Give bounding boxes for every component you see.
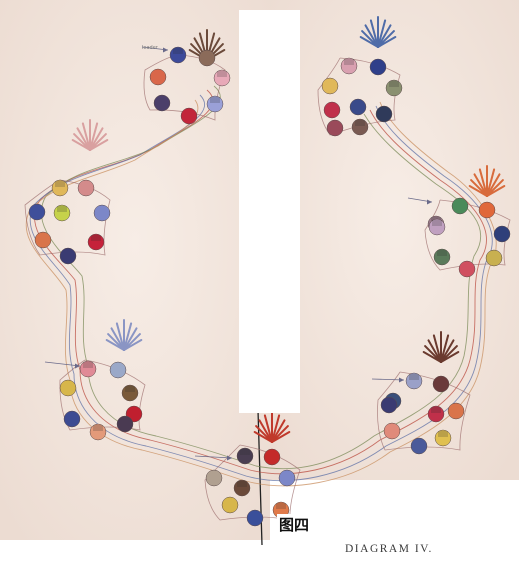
node-disc	[433, 376, 449, 392]
node-disc	[324, 102, 340, 118]
node-disc	[60, 380, 76, 396]
node-disc	[237, 448, 253, 464]
node-disc	[352, 119, 368, 135]
node-disc	[122, 385, 138, 401]
node-disc	[64, 411, 80, 427]
node-disc	[376, 106, 392, 122]
node-disc	[54, 205, 70, 221]
node-disc	[411, 438, 427, 454]
node-disc	[170, 47, 186, 63]
node-disc	[494, 226, 510, 242]
node-disc	[206, 470, 222, 486]
node-disc	[117, 416, 133, 432]
node-disc	[428, 406, 444, 422]
node-disc	[60, 248, 76, 264]
figure-caption: 图四	[277, 514, 311, 535]
node-disc	[150, 69, 166, 85]
node-disc	[78, 180, 94, 196]
blank-center-panel	[239, 10, 300, 413]
node-disc	[386, 80, 402, 96]
node-disc	[207, 96, 223, 112]
node-disc	[264, 449, 280, 465]
node-disc	[234, 480, 250, 496]
node-disc	[94, 205, 110, 221]
node-disc	[35, 232, 51, 248]
node-disc	[322, 78, 338, 94]
node-disc	[406, 373, 422, 389]
node-disc	[181, 108, 197, 124]
node-disc	[110, 362, 126, 378]
node-disc	[486, 250, 502, 266]
node-disc	[199, 50, 215, 66]
node-disc	[479, 202, 495, 218]
node-disc	[452, 198, 468, 214]
node-disc	[29, 204, 45, 220]
leader-label: leader	[142, 45, 158, 51]
node-disc	[154, 95, 170, 111]
node-disc	[90, 424, 106, 440]
node-disc	[80, 361, 96, 377]
node-disc	[52, 180, 68, 196]
node-disc	[429, 219, 445, 235]
node-disc	[448, 403, 464, 419]
node-disc	[381, 397, 397, 413]
node-disc	[222, 497, 238, 513]
node-disc	[459, 261, 475, 277]
node-disc	[279, 470, 295, 486]
node-disc	[327, 120, 343, 136]
node-disc	[384, 423, 400, 439]
node-disc	[341, 58, 357, 74]
node-disc	[247, 510, 263, 526]
node-disc	[434, 249, 450, 265]
node-disc	[88, 234, 104, 250]
node-disc	[350, 99, 366, 115]
diagram-caption: DIAGRAM IV.	[345, 543, 433, 555]
node-disc	[435, 430, 451, 446]
node-disc	[214, 70, 230, 86]
node-disc	[370, 59, 386, 75]
